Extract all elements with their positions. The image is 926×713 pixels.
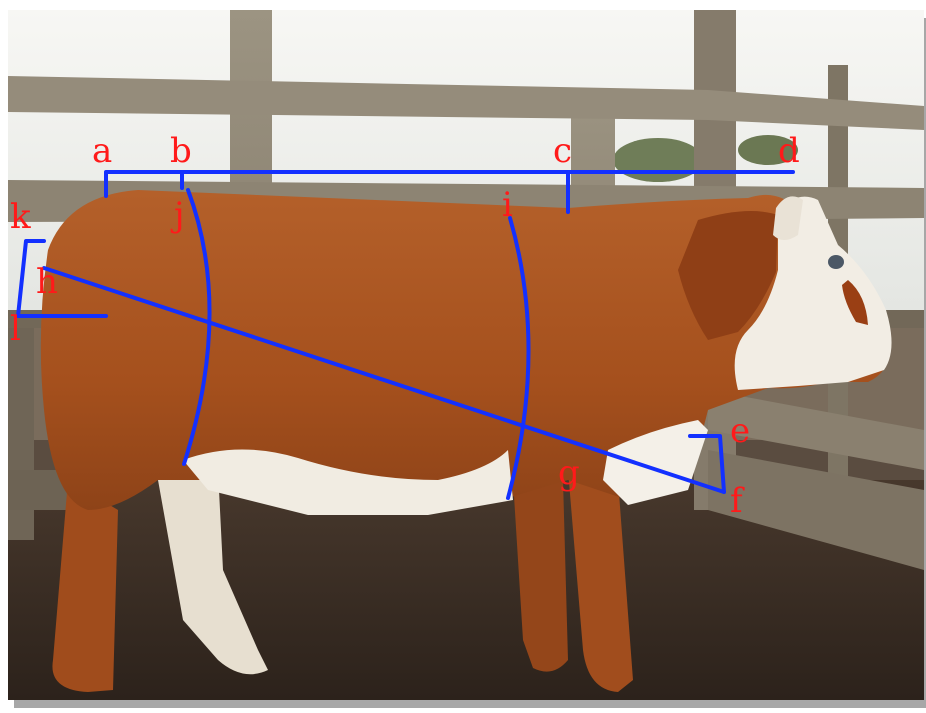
body-length-line [42, 266, 726, 494]
cow-neck [678, 211, 778, 340]
topline-bracket [104, 170, 795, 198]
cow-chest-patch [603, 420, 708, 505]
curve-i [506, 216, 531, 500]
cow-eye [828, 255, 844, 269]
measurement-lines [16, 170, 795, 500]
tree [613, 138, 703, 182]
fence-rail [708, 390, 924, 470]
fence-rail [8, 76, 924, 130]
cow-hind-leg [158, 470, 268, 675]
cow-belly-patch [183, 449, 513, 515]
photo-frame: a b c d e f g h i j k l [8, 10, 924, 700]
cow-hind-leg [52, 480, 118, 692]
chest-bracket [688, 434, 726, 494]
cow-face-patch [842, 280, 868, 325]
cow-photo [8, 10, 924, 700]
curve-j [182, 188, 212, 466]
rump-bracket [16, 239, 108, 318]
cow-front-leg [568, 470, 633, 692]
cow-face [734, 196, 892, 390]
fence-rail [8, 470, 68, 510]
cow-front-leg [513, 480, 568, 672]
cow-ear [773, 196, 803, 240]
tree [738, 135, 798, 165]
fence-rail [708, 450, 924, 570]
